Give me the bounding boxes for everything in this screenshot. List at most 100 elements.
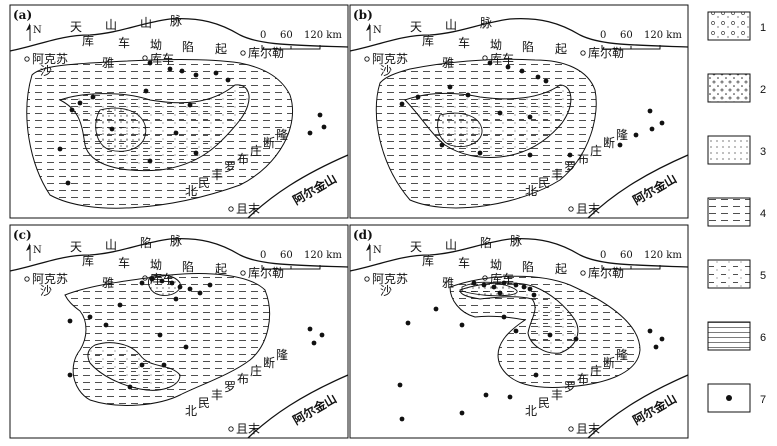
mountain-front-line	[349, 17, 689, 52]
well-point	[67, 372, 73, 378]
well-point	[659, 120, 665, 126]
altun-front-line	[587, 154, 689, 219]
well-point	[505, 64, 511, 70]
fault-zone-label-char: 罗	[564, 160, 576, 174]
well-point	[307, 326, 313, 332]
city-marker-kuche	[142, 275, 148, 281]
altun-front-line	[247, 154, 349, 219]
panel-label: (d)	[353, 228, 373, 242]
well-point	[127, 384, 133, 390]
kuche-depression-label-char: 起	[555, 42, 567, 56]
facies-core-zone	[148, 274, 181, 296]
well-symbol	[726, 395, 732, 401]
place-altun: 阿尔金山	[630, 391, 679, 428]
tianshan-label-char: 陷	[140, 235, 152, 250]
well-point	[513, 282, 519, 288]
well-point	[459, 322, 465, 328]
well-point	[117, 302, 123, 308]
well-point	[179, 68, 185, 74]
fault-zone-label-char: 民	[198, 176, 210, 190]
fault-zone-label-char: 断	[263, 135, 275, 150]
fault-zone-label-char: 断	[263, 355, 275, 370]
city-marker-kuerle	[240, 50, 246, 56]
fault-zone-label-char: 北	[525, 184, 537, 198]
north-arrow: N	[366, 243, 382, 261]
well-point	[67, 318, 73, 324]
fault-zone-label-char: 断	[603, 135, 615, 150]
legend-swatch	[707, 197, 751, 227]
facies-core-zone	[437, 112, 483, 148]
tianshan-label-char: 陷	[480, 235, 492, 250]
place-qiemo: 且末	[576, 422, 600, 436]
kuche-depression-label-char: 库	[422, 33, 434, 48]
kuche-depression-label-char: 坳	[150, 38, 162, 52]
tianshan-label-char: 天	[70, 240, 82, 254]
place-ya: 雅	[102, 55, 114, 70]
well-point	[207, 282, 213, 288]
kuche-depression-label-char: 起	[555, 262, 567, 276]
kuche-depression-label-char: 库	[82, 33, 94, 48]
place-ya: 雅	[442, 275, 454, 290]
well-point	[497, 110, 503, 116]
city-marker-kuerle	[580, 50, 586, 56]
tianshan-label-char: 脉	[170, 13, 182, 28]
legend-item: 1	[707, 11, 766, 41]
legend-swatch	[707, 11, 751, 41]
well-point	[531, 292, 537, 298]
place-qiemo: 且末	[236, 202, 260, 216]
well-point	[439, 142, 445, 148]
fault-zone-label-char: 北	[185, 184, 197, 198]
well-point	[161, 362, 167, 368]
well-point	[311, 340, 317, 346]
well-point	[399, 416, 405, 422]
well-point	[183, 344, 189, 350]
well-point	[307, 130, 313, 136]
kuche-depression-label-char: 起	[215, 262, 227, 276]
kuche-depression-label-char: 起	[215, 42, 227, 56]
fault-zone-label-char: 丰	[211, 388, 223, 402]
mountain-front-line	[9, 17, 349, 52]
kuche-depression-label-char: 坳	[490, 38, 502, 52]
fault-zone-label-char: 丰	[211, 168, 223, 182]
kuche-depression-label-char: 车	[458, 255, 470, 270]
fault-zone-label-char: 民	[198, 396, 210, 410]
north-label: N	[33, 245, 42, 256]
north-label: N	[33, 25, 42, 36]
well-point	[173, 296, 179, 302]
well-point	[157, 332, 163, 338]
legend-swatch	[707, 259, 751, 289]
kuche-depression-label-char: 陷	[522, 259, 534, 274]
tianshan-label-char: 山	[445, 18, 457, 32]
fault-zone-label-char: 罗	[224, 380, 236, 394]
well-point	[319, 332, 325, 338]
fault-zone-label-char: 庄	[250, 363, 262, 378]
fault-zone-label-char: 布	[577, 372, 589, 386]
panel-frame	[9, 224, 349, 439]
fault-zone-label-char: 民	[538, 176, 550, 190]
north-label: N	[373, 245, 382, 256]
city-marker-qiemo	[568, 206, 574, 212]
well-point	[193, 150, 199, 156]
mountain-front-line	[349, 237, 689, 272]
fault-zone-label-char: 布	[237, 372, 249, 386]
well-point	[405, 320, 411, 326]
well-point	[543, 78, 549, 84]
city-marker-kuche	[482, 55, 488, 61]
legend-swatch	[707, 321, 751, 351]
fault-zone-label-char: 北	[185, 404, 197, 418]
fault-zone-label-char: 北	[525, 404, 537, 418]
well-point	[69, 107, 75, 113]
tianshan-label-char: 天	[70, 20, 82, 34]
city-marker-qiemo	[228, 206, 234, 212]
well-point	[197, 290, 203, 296]
place-qiemo: 且末	[236, 422, 260, 436]
fault-zone-label-char: 布	[577, 152, 589, 166]
well-point	[103, 322, 109, 328]
panel-frame	[349, 224, 689, 439]
legend-number: 7	[760, 394, 766, 406]
